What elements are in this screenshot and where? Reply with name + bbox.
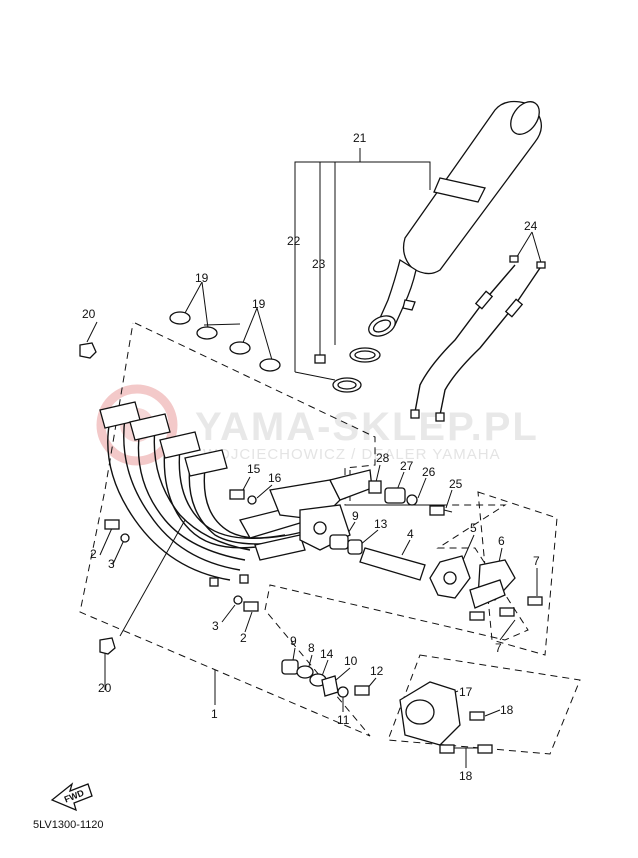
callout-14: 14: [320, 647, 334, 661]
forward-arrow-icon: FWD: [50, 782, 93, 812]
callout-18: 18: [459, 769, 473, 783]
callout-22: 22: [287, 234, 301, 248]
leader-lines: [86, 148, 543, 768]
callout-3: 3: [212, 619, 219, 633]
callout-7: 7: [533, 554, 540, 568]
lower-valve-parts: [281, 659, 370, 698]
callout-7: 7: [495, 641, 502, 655]
callout-2: 2: [90, 547, 97, 561]
muffler-clamps: [314, 347, 381, 393]
exhaust-valve-cables: [410, 255, 546, 422]
servo-motor: [399, 681, 493, 754]
callout-20: 20: [98, 681, 112, 695]
callout-10: 10: [344, 654, 358, 668]
callout-5: 5: [470, 521, 477, 535]
callout-19: 19: [195, 271, 209, 285]
callout-28: 28: [376, 451, 390, 465]
callout-27: 27: [400, 459, 414, 473]
callout-8: 8: [308, 641, 315, 655]
callout-24: 24: [524, 219, 538, 233]
callout-4: 4: [407, 527, 414, 541]
diagram-code: 5LV1300-1120: [33, 819, 104, 831]
exhaust-header-pipes: [99, 401, 373, 581]
callout-15: 15: [247, 462, 261, 476]
callout-11: 11: [337, 713, 350, 727]
callout-9: 9: [290, 634, 297, 648]
callout-23: 23: [312, 257, 326, 271]
callout-25: 25: [449, 477, 463, 491]
bolts-washers: [104, 480, 453, 612]
exhaust-valve-assembly: [329, 534, 543, 621]
watermark-logo: [96, 384, 178, 466]
callout-9: 9: [352, 509, 359, 523]
callout-20: 20: [82, 307, 96, 321]
callout-3: 3: [108, 557, 115, 571]
callout-16: 16: [268, 471, 282, 485]
watermark-brand: YAMA-SKLEP.PL: [195, 405, 539, 449]
callout-26: 26: [422, 465, 436, 479]
exhaust-gaskets: [169, 311, 281, 372]
callout-6: 6: [498, 534, 505, 548]
callout-13: 13: [374, 517, 388, 531]
muffler: [368, 100, 542, 337]
callout-1: 1: [211, 707, 218, 721]
watermark-subtitle: WOJCIECHOWICZ / DEALER YAMAHA: [203, 446, 501, 463]
header-nuts: [79, 342, 116, 655]
callout-21: 21: [353, 131, 367, 145]
callout-labels: 21 22 23 24 19 19 20 20 15 16 28 27 26 2…: [82, 131, 540, 783]
callout-19: 19: [252, 297, 266, 311]
callout-12: 12: [370, 664, 384, 678]
callout-2: 2: [240, 631, 247, 645]
callout-17: 17: [459, 685, 473, 699]
callout-18: 18: [500, 703, 514, 717]
watermark: YAMA-SKLEP.PL WOJCIECHOWICZ / DEALER YAM…: [96, 384, 539, 466]
